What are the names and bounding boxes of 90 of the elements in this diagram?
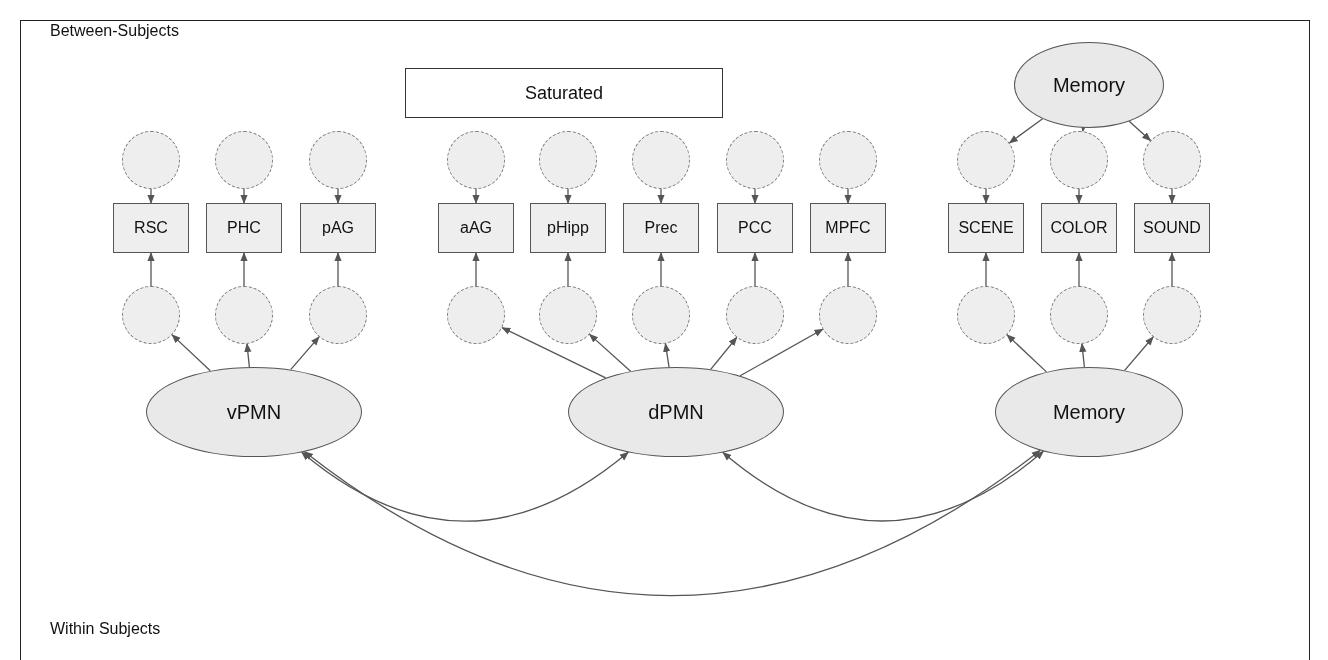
arrow [501,327,607,379]
indicator-box [717,203,793,253]
node-label: PHC [227,219,261,237]
indicator-box [530,203,606,253]
node-label: pHipp [547,219,589,237]
indicator-box [113,203,189,253]
arrow [1075,252,1083,287]
error-circle [957,286,1015,344]
arrow [334,252,342,287]
arrow [147,188,155,204]
arrow [663,342,671,368]
node-label: Prec [644,219,678,237]
arrow [472,188,480,204]
indicator-box [948,203,1024,253]
node-label: RSC [134,219,168,237]
arrow [1168,188,1176,204]
node-label: Memory [1052,400,1126,424]
error-circle [632,286,690,344]
arrow [1168,252,1176,287]
arrow [334,188,342,204]
node-label: Memory [1052,73,1126,97]
section-label: Between-Subjects [50,22,179,40]
arrow [1006,334,1048,373]
error-circle [539,286,597,344]
arrow [588,333,632,372]
arrow [240,252,248,287]
error-circle [122,286,180,344]
arrow [1128,120,1152,142]
error-circle [215,286,273,344]
error-circle [726,131,784,189]
arrow [472,252,480,287]
arrow [171,334,211,372]
error-circle [819,131,877,189]
double-arrow [722,450,1045,522]
arrow [147,252,155,287]
indicator-box [810,203,886,253]
node-label: dPMN [648,400,704,424]
arrow [290,336,320,371]
arrow [564,252,572,287]
arrow [1079,342,1087,368]
indicator-box [300,203,376,253]
arrow [657,188,665,204]
node-label: vPMN [226,400,282,424]
error-circle [819,286,877,344]
double-arrow [303,449,1041,597]
error-circle [957,131,1015,189]
indicator-box [623,203,699,253]
node-label: SOUND [1143,219,1201,237]
arrow [1075,188,1083,204]
double-arrow [301,451,629,522]
error-circle [447,286,505,344]
indicator-box [206,203,282,253]
error-circle [726,286,784,344]
error-circle [632,131,690,189]
indicator-box [438,203,514,253]
arrow [982,252,990,287]
arrow [982,188,990,204]
error-circle [539,131,597,189]
node-label: PCC [738,219,772,237]
error-circle [309,131,367,189]
arrow [751,188,759,204]
arrow [240,188,248,204]
node-label: pAG [322,219,354,237]
arrow [844,188,852,204]
arrow [751,252,759,287]
node-label: MPFC [825,219,871,237]
indicator-box [1041,203,1117,253]
model-box [405,68,723,118]
node-label: SCENE [958,219,1014,237]
arrow [1124,336,1154,371]
node-label: aAG [460,219,492,237]
arrow [564,188,572,204]
error-circle [1050,131,1108,189]
error-circle [447,131,505,189]
node-label: COLOR [1050,219,1108,237]
arrow [710,336,738,371]
arrow [1008,118,1044,144]
error-circle [1143,286,1201,344]
error-circle [309,286,367,344]
node-label: Saturated [524,82,604,104]
arrow [657,252,665,287]
arrow [844,252,852,287]
arrow [739,328,824,377]
error-circle [215,131,273,189]
error-circle [122,131,180,189]
indicator-box [1134,203,1210,253]
error-circle [1050,286,1108,344]
arrow [244,342,252,368]
error-circle [1143,131,1201,189]
section-label: Within Subjects [50,620,161,638]
